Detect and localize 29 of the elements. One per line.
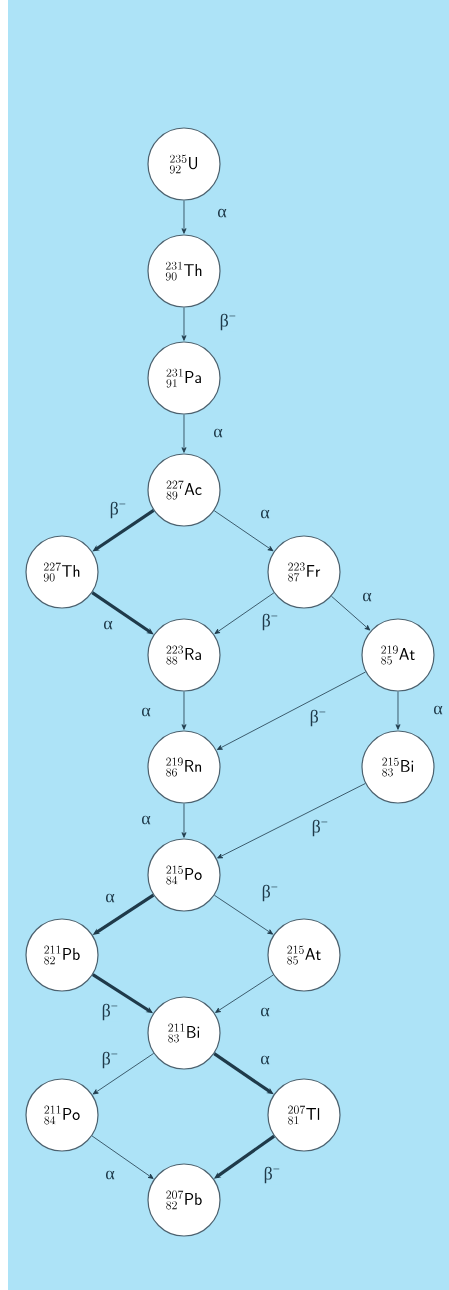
edge-label: α bbox=[140, 706, 152, 718]
edge-label: α bbox=[259, 508, 271, 520]
arrow bbox=[213, 1052, 274, 1095]
arrow bbox=[181, 307, 187, 341]
arrow bbox=[181, 200, 187, 234]
arrow bbox=[213, 510, 274, 552]
edge-label: α bbox=[432, 704, 444, 716]
edge-label: α bbox=[102, 619, 114, 631]
arrow bbox=[215, 974, 274, 1013]
arrow bbox=[214, 592, 275, 634]
arrow bbox=[214, 894, 274, 935]
edge-label: α bbox=[104, 892, 116, 904]
arrow bbox=[92, 1053, 154, 1095]
arrow bbox=[91, 1135, 154, 1179]
edge-label: α bbox=[259, 1054, 271, 1066]
edge-label: α bbox=[212, 427, 224, 439]
edge-label: α bbox=[104, 1169, 116, 1181]
arrow bbox=[181, 691, 187, 730]
arrow bbox=[181, 414, 187, 453]
arrow bbox=[217, 783, 366, 859]
edge-label: α bbox=[216, 207, 228, 219]
arrow bbox=[395, 691, 401, 730]
edge-label: α bbox=[259, 1006, 271, 1018]
edge-label: α bbox=[361, 591, 373, 603]
arrow bbox=[216, 671, 366, 750]
edge-label: α bbox=[140, 814, 152, 826]
arrow bbox=[91, 591, 154, 635]
arrow bbox=[181, 803, 187, 838]
arrow bbox=[331, 595, 371, 631]
